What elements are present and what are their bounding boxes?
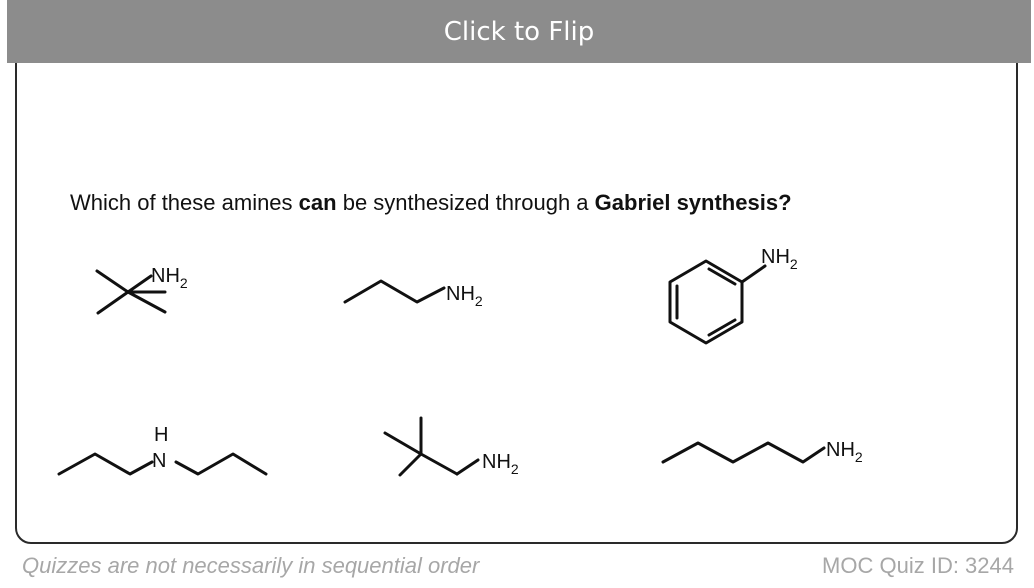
question-bold-gabriel: Gabriel synthesis? <box>594 190 792 215</box>
footer-note: Quizzes are not necessarily in sequentia… <box>22 553 480 578</box>
molecule-tert-butylamine[interactable] <box>95 269 167 315</box>
flashcard[interactable] <box>15 12 1018 544</box>
molecule-aniline[interactable] <box>668 259 767 345</box>
molecule-propylamine[interactable] <box>343 279 446 304</box>
molecule-neopentylamine[interactable] <box>383 416 480 477</box>
label-dipropylamine-h: H <box>154 424 168 446</box>
flip-label: Click to Flip <box>443 16 595 47</box>
label-dipropylamine-n: N <box>152 450 166 472</box>
question-part-2: be synthesized through a <box>336 190 595 215</box>
question-text: Which of these amines can be synthesized… <box>70 190 792 216</box>
label-neopentylamine: NH2 <box>482 451 519 477</box>
quiz-id: MOC Quiz ID: 3244 <box>822 553 1014 578</box>
click-to-flip-button[interactable]: Click to Flip <box>7 0 1031 63</box>
molecule-butylamine[interactable] <box>661 441 826 464</box>
question-part-1: Which of these amines <box>70 190 299 215</box>
label-butylamine: NH2 <box>826 439 863 465</box>
label-propylamine: NH2 <box>446 283 483 309</box>
question-bold-can: can <box>298 190 337 215</box>
label-tert-butylamine: NH2 <box>151 265 188 291</box>
molecule-dipropylamine[interactable] <box>57 452 268 476</box>
label-aniline: NH2 <box>761 246 798 272</box>
